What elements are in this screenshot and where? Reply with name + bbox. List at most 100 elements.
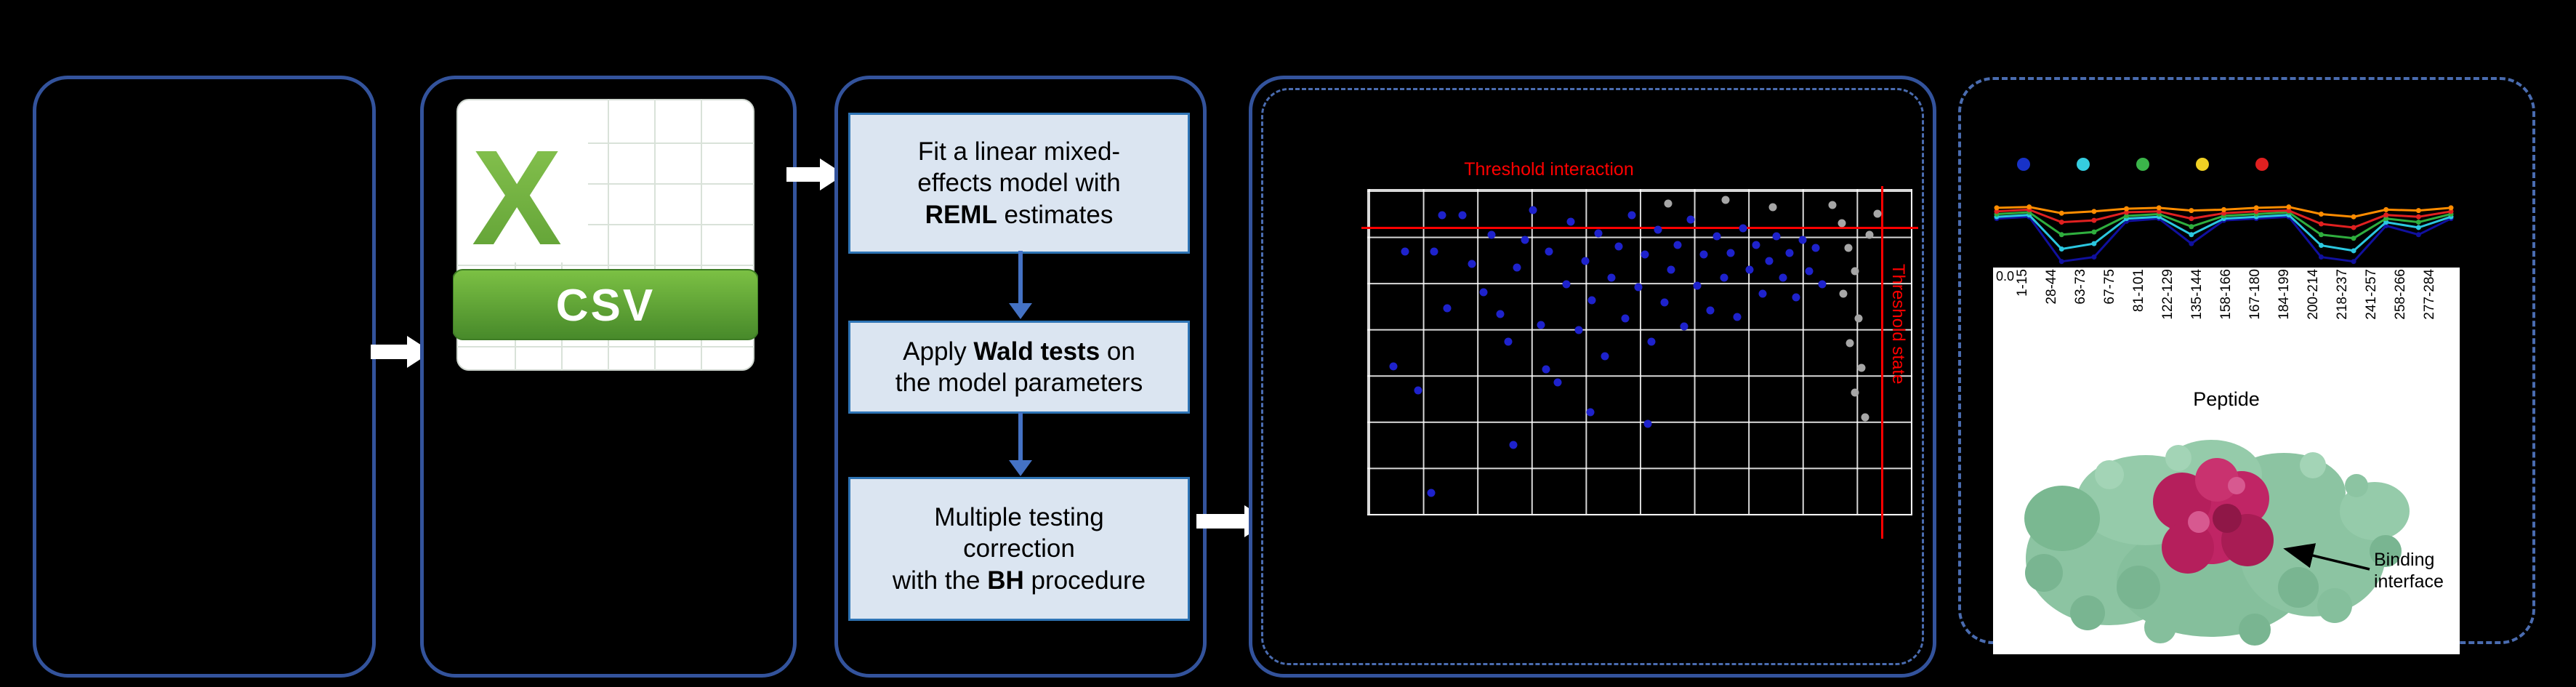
scatter-point [1542, 365, 1550, 374]
profile-marker [2318, 221, 2324, 227]
profile-marker [2318, 212, 2324, 217]
scatter-point [1614, 242, 1623, 251]
legend-dot [2017, 158, 2030, 171]
profile-line [1996, 215, 2452, 263]
flow-box-bh-text: Multiple testing correction with the BH … [893, 502, 1146, 596]
scatter-point [1798, 236, 1807, 244]
scatter-point [1487, 230, 1496, 239]
legend-dot [2136, 158, 2149, 171]
profile-marker [2091, 209, 2097, 214]
scatter-point [1851, 388, 1859, 397]
scatter-point [1513, 263, 1521, 272]
scatter-point [1537, 321, 1545, 329]
profile-marker [2189, 216, 2194, 222]
scatter-point [1693, 281, 1702, 290]
csv-file-icon: X CSV [453, 99, 758, 371]
profile-marker [2286, 208, 2292, 214]
profile-marker [2221, 206, 2226, 212]
profile-marker [2351, 225, 2356, 230]
scatter-point [1667, 265, 1675, 274]
scatter-point [1785, 249, 1794, 257]
scatter-point [1643, 419, 1652, 428]
scatter-point [1818, 280, 1827, 289]
scatter-point [1458, 211, 1467, 220]
threshold-line-horizontal [1361, 226, 1918, 229]
flow-box-reml: Fit a linear mixed- effects model with R… [848, 113, 1190, 254]
profile-marker [2383, 206, 2389, 212]
scatter-point [1838, 219, 1846, 228]
binding-interface-arrow [2283, 543, 2370, 571]
profile-marker [2415, 232, 2421, 238]
scatter-point [1545, 247, 1553, 256]
flow-arrow-down-1 [1009, 251, 1032, 319]
scatter-point [1779, 273, 1787, 282]
scatter-point [1496, 310, 1505, 318]
protein-structure-image [2024, 440, 2410, 646]
scatter-right-label: Threshold state [1888, 264, 1908, 385]
scatter-title: Threshold interaction [1464, 159, 1634, 180]
arrow-shape [371, 336, 432, 368]
scatter-point [1401, 247, 1409, 256]
profile-marker [2415, 214, 2421, 220]
peptide-axis-title: Peptide [2193, 388, 2260, 410]
profile-marker [2026, 204, 2032, 210]
profile-marker [2124, 213, 2130, 219]
scatter-point [1861, 413, 1869, 422]
scatter-point [1664, 199, 1673, 208]
scatter-point [1594, 229, 1603, 238]
scatter-point [1574, 326, 1583, 334]
panel-statistics: Fit a linear mixed- effects model with R… [834, 76, 1207, 678]
profile-marker [2156, 205, 2162, 211]
scatter-dashed-frame [1261, 88, 1924, 665]
scatter-point [1553, 378, 1562, 387]
profile-marker [2415, 225, 2421, 230]
scatter-point [1873, 209, 1882, 218]
profile-marker [2253, 209, 2259, 214]
scatter-point [1839, 289, 1848, 298]
y-axis-tick: 0.0 [1996, 269, 2015, 284]
scatter-point [1758, 289, 1767, 298]
profile-marker [2189, 241, 2194, 246]
scatter-point [1865, 230, 1874, 239]
scatter-point [1468, 260, 1476, 268]
profile-marker [2091, 241, 2097, 246]
threshold-line-vertical [1880, 186, 1883, 539]
legend-dot [2196, 158, 2209, 171]
scatter-point [1805, 267, 1814, 276]
scatter-point [1720, 273, 1728, 282]
profile-marker [2383, 220, 2389, 225]
text-segment: procedure [1023, 566, 1146, 595]
panel-input [33, 76, 376, 678]
csv-x-letter: X [472, 123, 562, 273]
scatter-point [1851, 267, 1859, 276]
profile-marker [2091, 254, 2097, 260]
text-segment: Apply [903, 337, 974, 366]
scatter-point [1430, 247, 1438, 256]
scatter-point [1641, 250, 1649, 259]
profile-marker [2221, 210, 2226, 216]
flow-arrow-down-2 [1009, 412, 1032, 476]
scatter-point [1660, 298, 1669, 307]
profile-marker [2058, 259, 2064, 265]
profile-marker [2351, 259, 2356, 265]
profile-marker [2415, 220, 2421, 225]
scatter-point [1562, 280, 1571, 289]
flow-box-reml-text: Fit a linear mixed- effects model with R… [917, 136, 1121, 230]
scatter-point [1706, 306, 1715, 315]
profile-marker [2091, 229, 2097, 235]
scatter-point [1627, 211, 1636, 220]
text-segment-bold: REML [925, 200, 997, 229]
scatter-point [1521, 236, 1529, 244]
profile-marker [2383, 216, 2389, 222]
profile-marker [2124, 209, 2130, 215]
profile-marker [2448, 205, 2454, 211]
profile-marker [2189, 224, 2194, 230]
scatter-point [1479, 288, 1488, 297]
scatter-point [1438, 211, 1446, 220]
scatter-point [1509, 441, 1518, 449]
scatter-point [1601, 352, 1609, 361]
scatter-point [1844, 244, 1853, 252]
